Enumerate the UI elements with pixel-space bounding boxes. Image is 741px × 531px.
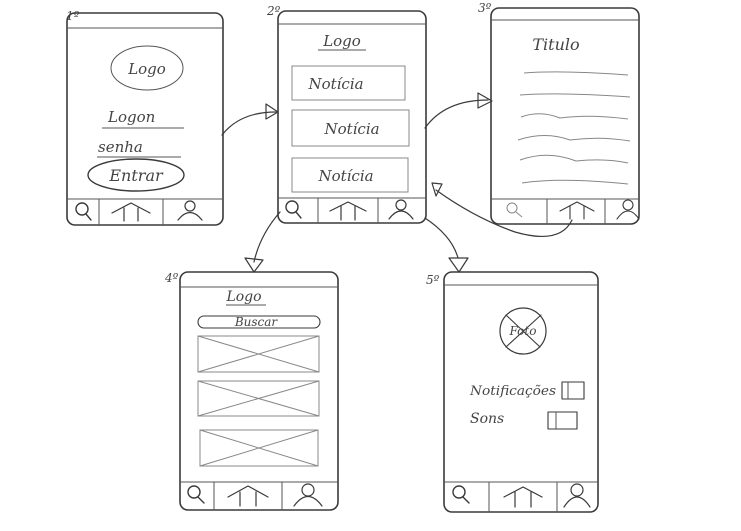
user-icon[interactable] — [388, 199, 414, 220]
screen-1-logo: Logo — [127, 60, 166, 78]
search-icon[interactable] — [285, 200, 302, 219]
search-icon[interactable] — [506, 202, 523, 218]
search-icon[interactable] — [452, 485, 470, 504]
notifications-checkbox[interactable] — [561, 381, 585, 400]
screen-4-frame — [179, 271, 339, 511]
screen-4-number: 4º — [164, 271, 179, 285]
photo-label: Foto — [509, 324, 537, 338]
screen-2-number: 2º — [266, 4, 281, 18]
news-card-2-label: Notícia — [323, 120, 379, 138]
arrow-3-to-2 — [435, 189, 573, 238]
user-icon[interactable] — [293, 483, 323, 507]
result-card-2[interactable] — [197, 380, 320, 417]
news-card-3-label: Notícia — [317, 167, 373, 185]
screen-1-frame — [66, 12, 224, 226]
home-icon[interactable] — [227, 485, 269, 507]
search-input-label: Buscar — [234, 315, 279, 329]
screen-3-number: 3º — [478, 1, 492, 15]
home-icon[interactable] — [329, 201, 367, 221]
screen-1-login: 1º Logo Logon senha Entrar — [66, 9, 224, 226]
screen-5-number: 5º — [426, 273, 440, 287]
arrow-2-to-5-head — [448, 257, 469, 273]
screen-4-search: 4º Logo Buscar — [164, 271, 339, 511]
search-icon[interactable] — [187, 485, 205, 504]
screen-1-login-label[interactable]: Logon — [107, 108, 155, 126]
arrow-2-to-3 — [424, 99, 489, 129]
notifications-label: Notificações — [469, 384, 556, 399]
home-icon[interactable] — [559, 201, 595, 220]
result-card-1[interactable] — [197, 335, 320, 373]
arrow-2-to-5 — [424, 217, 459, 259]
screen-1-enter-button[interactable] — [87, 158, 185, 192]
result-card-3[interactable] — [199, 429, 319, 467]
screen-2-frame — [277, 10, 427, 224]
news-card-3[interactable] — [291, 157, 409, 193]
screen-1-enter-label: Entrar — [108, 166, 164, 185]
screen-1-password-label[interactable]: senha — [98, 138, 143, 156]
screen-2-news: 2º Logo Notícia Notícia Notícia — [266, 4, 427, 224]
screen-2-logo: Logo — [322, 32, 361, 50]
screen-4-logo: Logo — [225, 289, 261, 305]
screen-3-article: 3º Titulo — [478, 1, 640, 225]
search-input[interactable] — [197, 315, 321, 329]
sounds-checkbox[interactable] — [547, 411, 578, 430]
screen-5-frame — [443, 271, 599, 513]
article-text-lines — [517, 71, 631, 185]
user-icon[interactable] — [616, 199, 640, 220]
arrow-2-to-3-head — [477, 92, 493, 109]
news-card-1[interactable] — [291, 65, 406, 101]
user-icon[interactable] — [177, 200, 203, 221]
arrow-2-to-4 — [253, 211, 281, 263]
arrow-2-to-4-head — [244, 257, 264, 273]
home-icon[interactable] — [111, 202, 151, 222]
home-icon[interactable] — [503, 486, 543, 508]
screen-5-profile: 5º Foto Notificações Sons — [426, 271, 599, 513]
screen-3-frame — [490, 7, 640, 225]
photo-placeholder[interactable] — [499, 307, 547, 355]
news-card-1-label: Notícia — [307, 75, 363, 93]
sounds-label: Sons — [470, 411, 504, 427]
user-icon[interactable] — [563, 483, 591, 508]
search-icon[interactable] — [75, 202, 92, 221]
arrow-1-to-2-head — [265, 103, 279, 120]
screen-3-title: Titulo — [532, 35, 579, 54]
screen-1-logo-circle — [110, 45, 184, 91]
arrow-3-to-2-head — [431, 182, 443, 197]
news-card-2[interactable] — [291, 109, 410, 147]
arrow-1-to-2 — [221, 111, 277, 136]
